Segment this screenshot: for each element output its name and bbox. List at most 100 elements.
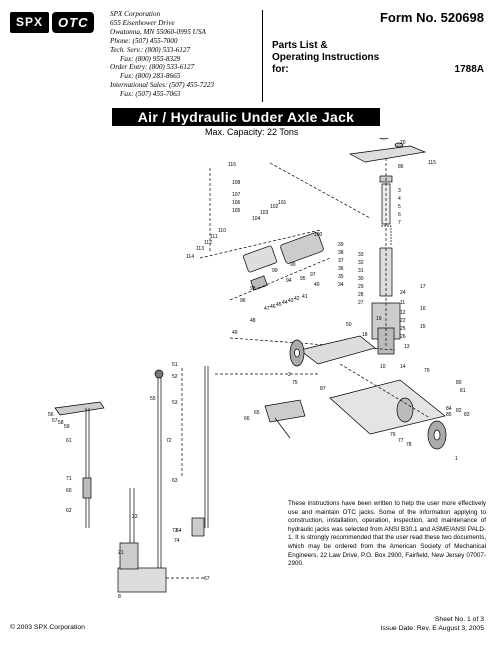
part-number-label: 5	[398, 204, 401, 210]
part-number-label: 103	[260, 210, 269, 216]
part-number-label: 104	[252, 216, 261, 222]
part-number-label: 67	[204, 576, 210, 582]
address-line: Owatonna, MN 55060-0995 USA	[110, 27, 206, 36]
part-number-label: 3	[398, 188, 401, 194]
part-number-label: 42	[294, 296, 300, 302]
part-number-label: 110	[218, 228, 226, 234]
part-number-label: 79	[424, 368, 430, 374]
address-line: Phone: (507) 455-7000	[110, 36, 178, 45]
part-number-label: 75	[292, 380, 298, 386]
part-number-label: 74	[174, 538, 180, 544]
part-number-label: 84	[446, 406, 452, 412]
part-number-label: 58	[58, 420, 64, 426]
part-number-label: 65	[254, 410, 260, 416]
part-number-label: 61	[66, 438, 72, 444]
part-number-label: 53	[172, 400, 178, 406]
part-number-label: 97	[310, 272, 316, 278]
part-number-label: 20	[400, 140, 406, 146]
part-number-label: 21	[118, 550, 124, 556]
part-number-label: 31	[358, 268, 364, 274]
part-number-label: 82	[456, 408, 462, 414]
sheet-number: Sheet No. 1 of 3	[434, 616, 484, 623]
part-number-label: 8	[118, 594, 121, 598]
part-number-label: 111	[210, 234, 218, 240]
part-number-label: 115	[428, 160, 436, 166]
spx-logo: SPX	[10, 12, 50, 33]
part-number-label: 90	[290, 262, 296, 268]
part-number-label: 78	[406, 442, 412, 448]
part-number-label: 18	[362, 332, 368, 338]
part-number-label: 98	[250, 286, 256, 292]
part-number-labels: 2086115116108107106105104103102101345671…	[48, 140, 470, 600]
part-number-label: 39	[338, 242, 344, 248]
part-number-label: 47	[264, 306, 270, 312]
part-number-label: 16	[420, 306, 426, 312]
part-number-label: 94	[286, 278, 292, 284]
parts-list-line2: Operating Instructions	[272, 52, 380, 63]
part-number-label: 46	[270, 304, 276, 310]
part-number-label: 56	[48, 412, 54, 418]
part-number-label: 33	[358, 252, 364, 258]
form-number: Form No. 520698	[379, 10, 484, 25]
part-number-label: 29	[358, 284, 364, 290]
part-number-label: 71	[66, 476, 72, 482]
part-number-label: 62	[66, 508, 72, 514]
address-line: Fax: (507) 455-7063	[120, 90, 181, 99]
part-number-label: 49	[232, 330, 238, 336]
part-number-label: 23	[132, 514, 138, 520]
address-line: Tech. Serv.: (800) 533-6127	[110, 45, 191, 54]
otc-logo: OTC	[52, 12, 95, 33]
part-number-label: 15	[420, 324, 426, 330]
part-number-label: 37	[338, 258, 344, 264]
part-number-label: 113	[196, 246, 204, 252]
part-number-label: 64	[176, 528, 182, 534]
part-number-label: 55	[150, 396, 156, 402]
part-number-label: 30	[358, 276, 364, 282]
part-number-label: 27	[358, 300, 364, 306]
part-number-label: 52	[172, 374, 178, 380]
part-number-label: 28	[358, 292, 364, 298]
part-number-label: 76	[390, 432, 396, 438]
part-number-label: 96	[240, 298, 246, 304]
part-number-label: 25	[400, 326, 406, 332]
issue-date: Issue Date: Rev. E August 3, 2005	[380, 625, 484, 632]
part-number-label: 22	[400, 318, 406, 324]
part-number-label: 36	[338, 266, 344, 272]
part-number-label: 73	[172, 528, 178, 534]
part-number-label: 7	[398, 220, 401, 226]
part-number-label: 11	[400, 300, 405, 306]
parts-list-line3: for:	[272, 64, 289, 75]
part-number-label: 102	[270, 204, 279, 210]
header-divider	[262, 10, 263, 102]
part-number-label: 17	[420, 284, 426, 290]
part-number-label: 105	[232, 208, 241, 214]
part-number-label: 34	[338, 282, 344, 288]
part-number-label: 40	[314, 282, 320, 288]
part-number-label: 24	[400, 290, 406, 296]
part-number-label: 108	[232, 180, 241, 186]
address-line: 655 Eisenhower Drive	[110, 18, 175, 27]
part-number-label: 63	[172, 478, 178, 484]
logo-group: SPX OTC	[10, 12, 95, 33]
parts-list-heading: Parts List & Operating Instructions for:	[272, 40, 379, 76]
part-number-label: 57	[52, 418, 58, 424]
part-number-label: 87	[320, 386, 326, 392]
part-number-label: 51	[172, 362, 178, 368]
part-number-label: 38	[338, 250, 344, 256]
address-line: Fax: (800) 955-8329	[120, 54, 181, 63]
part-number-label: 45	[276, 302, 282, 308]
part-number-label: 106	[232, 200, 241, 206]
part-number-label: 72	[166, 438, 172, 444]
part-number-label: 99	[272, 268, 278, 274]
part-number-label: 13	[404, 344, 410, 350]
part-number-label: 48	[250, 318, 256, 324]
part-number-label: 10	[380, 364, 386, 370]
part-number-label: 101	[278, 200, 287, 206]
parts-list-line1: Parts List &	[272, 40, 328, 51]
parts-diagram-svg: 2086115116108107106105104103102101345671…	[48, 132, 470, 600]
part-number-label: 116	[228, 162, 236, 168]
model-number: 1788A	[454, 64, 484, 75]
part-number-label: 59	[64, 424, 70, 430]
part-number-label: 32	[358, 260, 364, 266]
